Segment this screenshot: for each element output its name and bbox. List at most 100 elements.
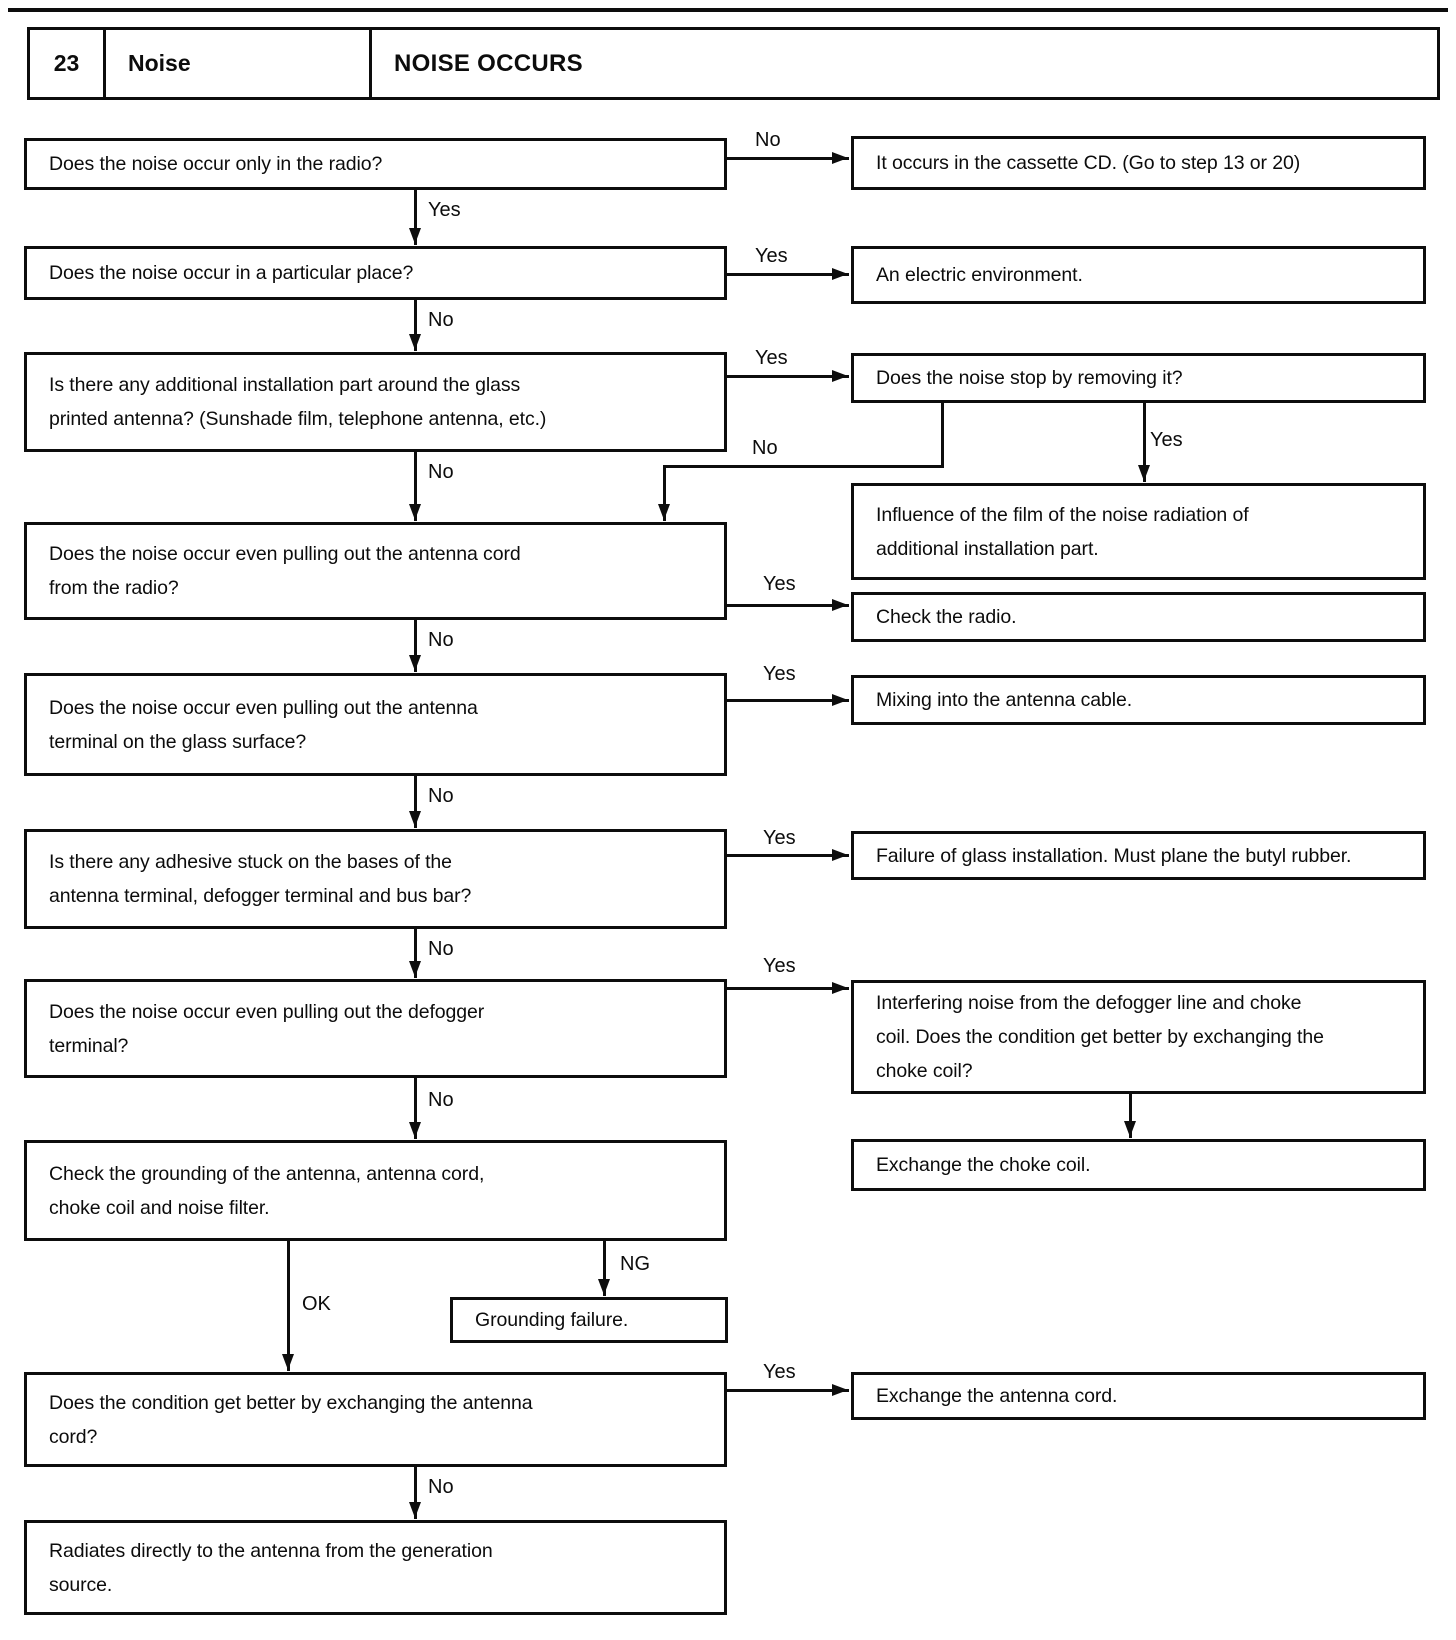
node-r-glass-installation-failure: Failure of glass installation. Must plan… [851, 831, 1426, 880]
node-text-line: Mixing into the antenna cable. [876, 689, 1133, 711]
node-r-interfering-noise: Interfering noise from the defogger line… [851, 980, 1426, 1094]
node-text-line: Is there any adhesive stuck on the bases… [49, 851, 452, 873]
header-category: Noise [106, 30, 372, 97]
node-text-line: cord? [49, 1425, 98, 1448]
edge-grounding-ok-segment [286, 1239, 290, 1371]
node-r-electric-environment: An electric environment. [851, 246, 1426, 304]
node-text-line: Does the noise occur only in the radio? [49, 153, 383, 175]
node-text-line: antenna terminal, defogger terminal and … [49, 885, 472, 907]
node-text-line: choke coil and noise filter. [49, 1196, 270, 1219]
node-q-defogger-terminal: Does the noise occur even pulling out th… [24, 979, 727, 1078]
node-text-line: Check the grounding of the antenna, ante… [49, 1162, 485, 1185]
node-q-antenna-terminal-glass: Does the noise occur even pulling out th… [24, 673, 727, 776]
header-table: 23 Noise NOISE OCCURS [27, 27, 1440, 100]
node-text-line: terminal? [49, 1034, 129, 1057]
node-text-line: Does the noise stop by removing it? [876, 367, 1183, 389]
edge-additional-part-yes-segment [725, 374, 849, 378]
edge-antenna-cord-yes-segment [725, 603, 849, 607]
edge-radio-only-yes-arrowhead-icon [409, 228, 421, 244]
edge-adhesive-no-segment [413, 927, 417, 978]
edge-particular-place-no-arrowhead-icon [409, 334, 421, 350]
edge-antenna-terminal-no-segment [413, 774, 417, 828]
node-text-line: Grounding failure. [475, 1309, 629, 1331]
header-step-number: 23 [30, 30, 106, 97]
node-text-line: Does the noise occur even pulling out th… [49, 543, 521, 565]
edge-label-no: No [428, 1476, 454, 1498]
edge-adhesive-no-arrowhead-icon [409, 961, 421, 977]
node-text-line: Interfering noise from the defogger line… [876, 992, 1302, 1014]
node-r-radiates-directly: Radiates directly to the antenna from th… [24, 1520, 727, 1615]
edge-label-yes: Yes [755, 245, 788, 267]
edge-grounding-ok-arrowhead-icon [282, 1354, 294, 1370]
node-q-adhesive-bases: Is there any adhesive stuck on the bases… [24, 829, 727, 929]
node-text-line: additional installation part. [876, 537, 1099, 560]
edge-label-no: No [428, 1089, 454, 1111]
node-text-line: Influence of the film of the noise radia… [876, 503, 1249, 526]
edge-antenna-cord-no-segment [413, 618, 417, 672]
node-text-line: coil. Does the condition get better by e… [876, 1026, 1324, 1048]
node-q-antenna-cord-radio: Does the noise occur even pulling out th… [24, 522, 727, 620]
node-text-line: printed antenna? (Sunshade film, telepho… [49, 408, 547, 430]
node-text-line: An electric environment. [876, 264, 1083, 286]
edge-additional-part-no-arrowhead-icon [409, 504, 421, 520]
node-text-line: terminal on the glass surface? [49, 730, 307, 753]
edge-label-no: No [428, 629, 454, 651]
edge-noise-stop-yes-segment [1142, 401, 1146, 482]
edge-exchange-cord-no-segment [413, 1465, 417, 1519]
edge-adhesive-yes-segment [725, 853, 849, 857]
edge-label-yes: Yes [428, 199, 461, 221]
node-r-cassette-cd: It occurs in the cassette CD. (Go to ste… [851, 136, 1426, 190]
node-q-particular-place: Does the noise occur in a particular pla… [24, 246, 727, 300]
node-text-line: It occurs in the cassette CD. (Go to ste… [876, 152, 1301, 174]
node-text-line: Exchange the antenna cord. [876, 1385, 1118, 1407]
node-text-line: Radiates directly to the antenna from th… [49, 1539, 493, 1562]
node-q-noise-only-radio: Does the noise occur only in the radio? [24, 138, 727, 190]
edge-antenna-cord-no-arrowhead-icon [409, 655, 421, 671]
node-r-mixing-antenna-cable: Mixing into the antenna cable. [851, 675, 1426, 725]
edge-label-no: No [755, 129, 781, 151]
edge-antenna-terminal-yes-segment [725, 698, 849, 702]
node-text-line: Does the noise occur in a particular pla… [49, 262, 414, 284]
edge-adhesive-yes-arrowhead-icon [832, 849, 848, 861]
top-rule [8, 8, 1448, 12]
node-text-line: choke coil? [876, 1060, 973, 1082]
node-r-grounding-failure: Grounding failure. [450, 1297, 728, 1343]
edge-label-yes: Yes [763, 573, 796, 595]
edge-defogger-yes-segment [725, 986, 849, 990]
edge-noise-stop-no-segment [662, 464, 666, 521]
node-r-exchange-antenna-cord: Exchange the antenna cord. [851, 1372, 1426, 1420]
edge-radio-only-yes-segment [413, 188, 417, 245]
node-r-influence-film: Influence of the film of the noise radia… [851, 483, 1426, 580]
edge-particular-place-yes-arrowhead-icon [832, 268, 848, 280]
edge-label-yes: Yes [763, 1361, 796, 1383]
node-text-line: source. [49, 1573, 113, 1596]
edge-particular-place-no-segment [413, 298, 417, 351]
node-text-line: Does the noise occur even pulling out th… [49, 1000, 485, 1023]
node-text-line: Does the noise occur even pulling out th… [49, 696, 478, 719]
node-a-check-grounding: Check the grounding of the antenna, ante… [24, 1140, 727, 1241]
edge-antenna-cord-yes-arrowhead-icon [832, 599, 848, 611]
node-q-noise-stop-removing: Does the noise stop by removing it? [851, 353, 1426, 403]
edge-antenna-terminal-no-arrowhead-icon [409, 811, 421, 827]
node-text-line: Does the condition get better by exchang… [49, 1391, 533, 1414]
node-text-line: Exchange the choke coil. [876, 1154, 1091, 1176]
edge-antenna-terminal-yes-arrowhead-icon [832, 694, 848, 706]
edge-label-no: No [428, 785, 454, 807]
edge-label-yes: Yes [763, 663, 796, 685]
edge-label-ng: NG [620, 1253, 650, 1275]
node-text-line: Is there any additional installation par… [49, 374, 521, 396]
edge-additional-part-no-segment [413, 450, 417, 521]
edge-label-no: No [428, 461, 454, 483]
edge-label-yes: Yes [763, 955, 796, 977]
page-title: NOISE OCCURS [394, 49, 583, 77]
edge-additional-part-yes-arrowhead-icon [832, 370, 848, 382]
node-text-line: Failure of glass installation. Must plan… [876, 844, 1352, 867]
edge-radio-only-no-segment [725, 156, 849, 160]
node-q-exchange-antenna-cord: Does the condition get better by exchang… [24, 1372, 727, 1467]
edge-label-ok: OK [302, 1293, 331, 1315]
edge-interfering-to-exchange-segment [1128, 1092, 1132, 1138]
edge-noise-stop-no-arrowhead-icon [658, 504, 670, 520]
edge-exchange-cord-yes-arrowhead-icon [832, 1384, 848, 1396]
edge-label-yes: Yes [1150, 429, 1183, 451]
